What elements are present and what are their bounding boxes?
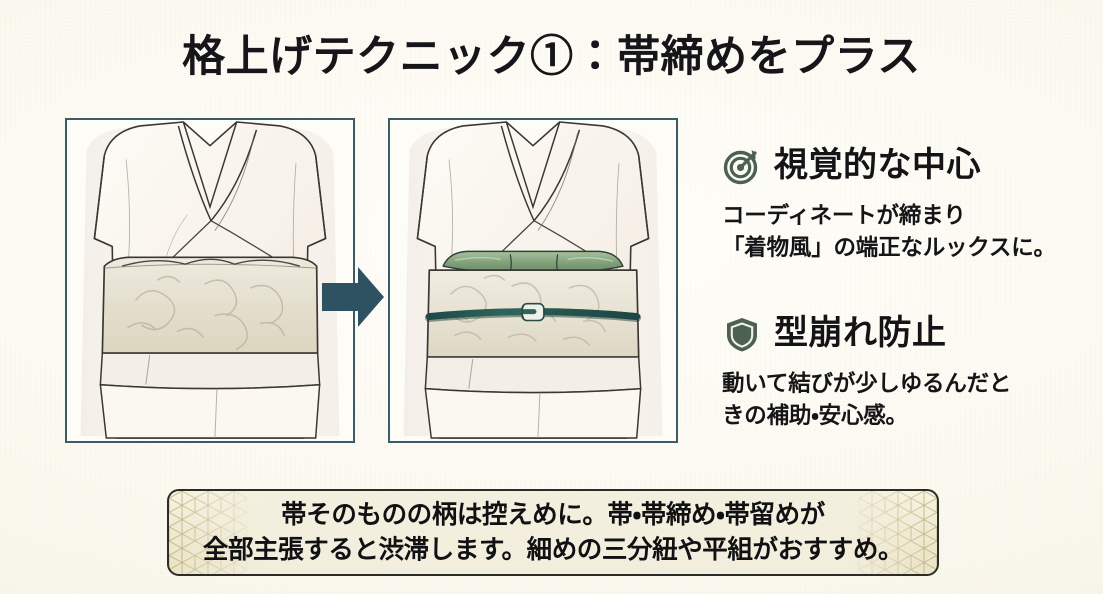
comparison-panel-after xyxy=(388,118,678,443)
tip-banner: 帯そのものの柄は控えめに。帯・帯締め・帯留めが 全部主張すると渋滞します。細めの… xyxy=(167,489,939,576)
transition-arrow xyxy=(322,263,384,331)
benefit-item-visual-center: 視覚的な中心 コーディネートが締まり 「着物風」の端正なルックスに。 xyxy=(722,143,1092,264)
benefit-heading-row: 視覚的な中心 xyxy=(722,143,1092,189)
benefit-title: 型崩れ防止 xyxy=(774,314,947,352)
benefit-description: コーディネートが締まり 「着物風」の端正なルックスに。 xyxy=(722,203,1056,260)
target-icon xyxy=(722,146,762,186)
benefit-heading-row: 型崩れ防止 xyxy=(722,311,1092,357)
arrow-right-icon xyxy=(322,267,384,327)
tip-line-2: 全部主張すると渋滞します。細めの三分紐や平組がおすすめ。 xyxy=(202,535,904,564)
benefit-item-shape-retention: 型崩れ防止 動いて結びが少しゆるんだと きの補助・安心感。 xyxy=(722,311,1092,432)
benefit-list: 視覚的な中心 コーディネートが締まり 「着物風」の端正なルックスに。 型崩れ防止… xyxy=(722,143,1092,432)
tip-banner-text: 帯そのものの柄は控えめに。帯・帯締め・帯留めが 全部主張すると渋滞します。細めの… xyxy=(169,491,937,574)
tip-line-1: 帯そのものの柄は控えめに。帯・帯締め・帯留めが xyxy=(281,501,825,530)
benefit-title: 視覚的な中心 xyxy=(774,147,981,184)
kimono-before-illustration xyxy=(67,120,353,441)
obijime xyxy=(424,302,642,322)
page-title: 格上げテクニック①：帯締めをプラス xyxy=(182,34,921,81)
kimono-after-illustration xyxy=(390,120,676,441)
shield-icon xyxy=(722,314,762,354)
benefit-description: 動いて結びが少しゆるんだと きの補助・安心感。 xyxy=(722,370,1012,428)
comparison-panel-before xyxy=(65,118,355,443)
